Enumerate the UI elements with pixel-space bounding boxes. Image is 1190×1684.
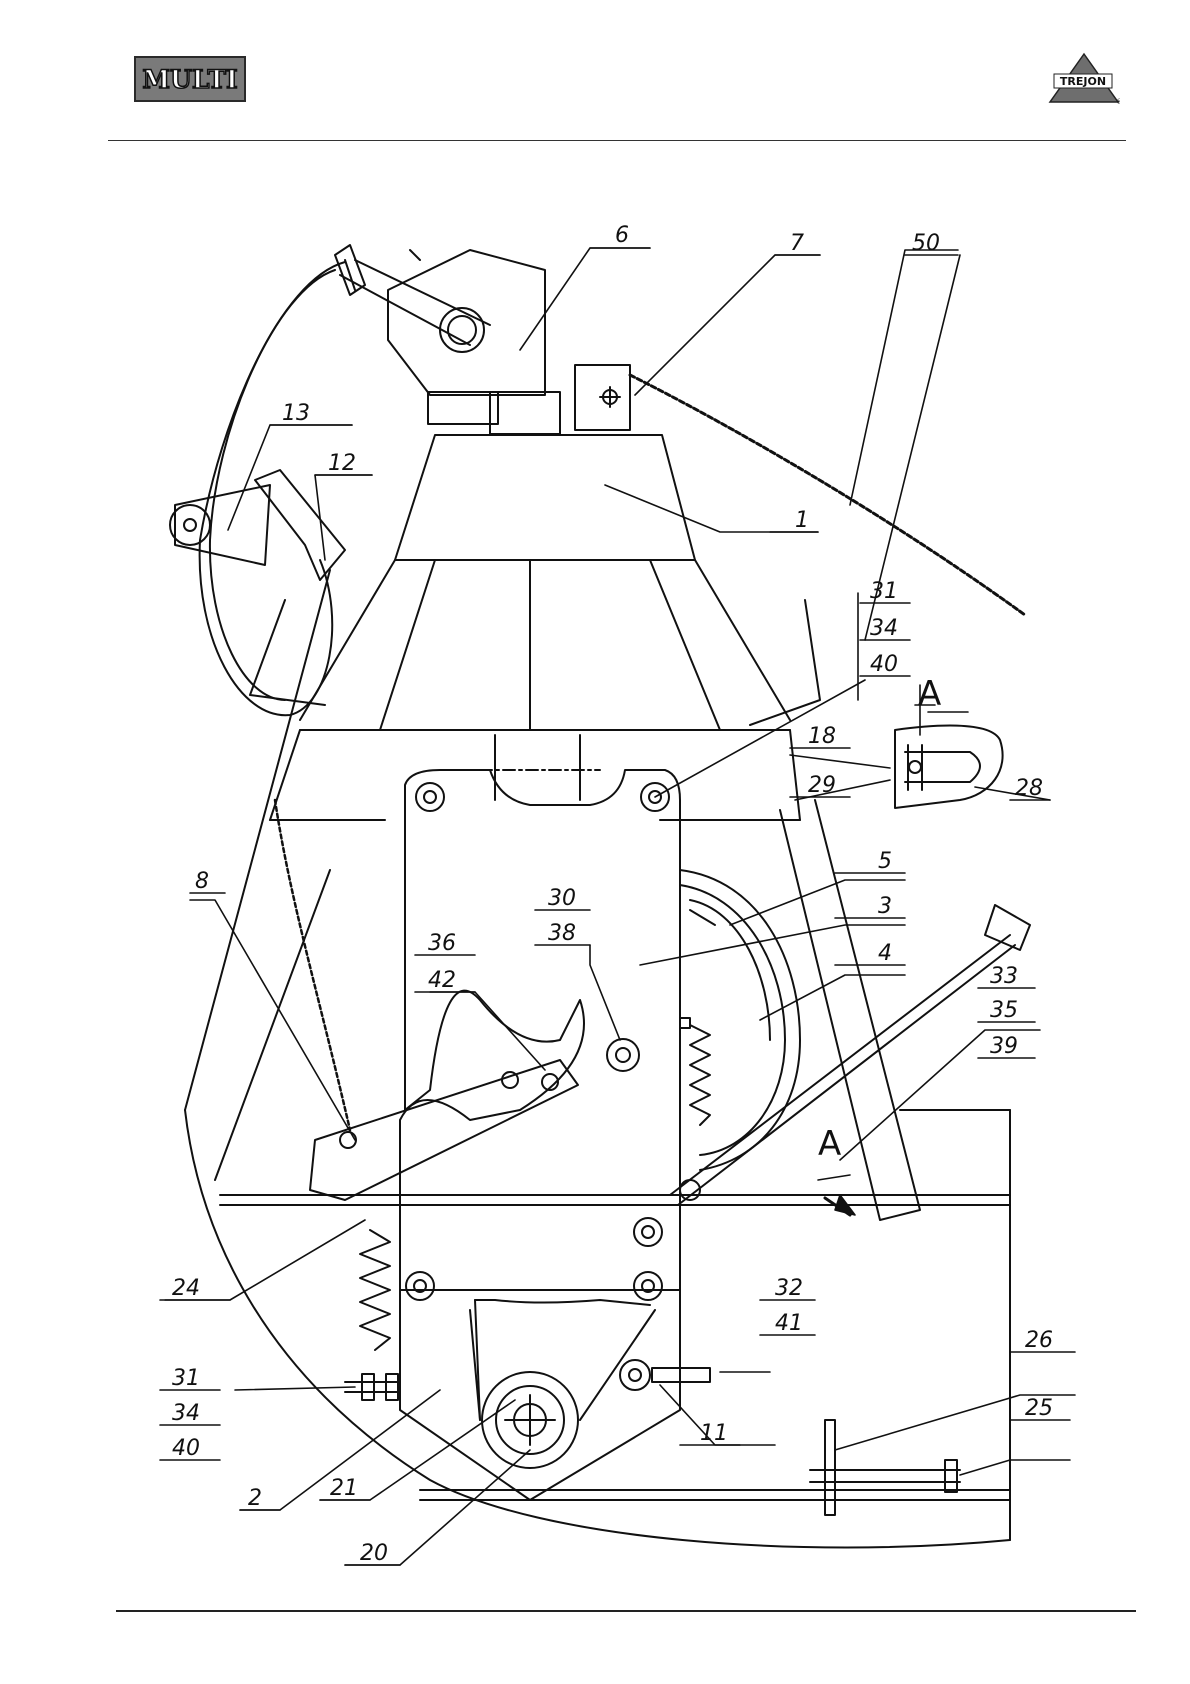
diagonal-strut-left — [275, 800, 350, 1130]
callout-1: 1 — [795, 508, 809, 533]
part-20-pulley — [482, 1372, 578, 1468]
callout-21: 21 — [330, 1476, 358, 1501]
callout-13: 13 — [282, 401, 310, 426]
section-mark-a-top: A — [918, 674, 941, 714]
detail-view-a — [895, 726, 1003, 808]
callout-38: 38 — [548, 921, 576, 946]
callout-34-bottom: 34 — [172, 1401, 200, 1426]
callout-41: 41 — [775, 1311, 803, 1336]
part-33-handle-rod — [670, 905, 1030, 1205]
callout-24: 24 — [172, 1276, 200, 1301]
callout-34-top: 34 — [870, 616, 898, 641]
footer-rule — [116, 1610, 1136, 1612]
callout-42: 42 — [428, 968, 456, 993]
callout-2: 2 — [248, 1486, 262, 1511]
part-11-roller — [620, 1360, 710, 1390]
section-mark-a-arrow: A — [818, 1124, 841, 1164]
part-7-bracket — [575, 365, 630, 430]
callout-25: 25 — [1025, 1396, 1053, 1421]
cable-loop — [200, 262, 345, 715]
machine-body-outline — [185, 570, 1010, 1548]
callout-36: 36 — [428, 931, 456, 956]
spring-right-hook — [680, 1018, 690, 1028]
callout-31-top: 31 — [870, 579, 898, 604]
part-2-lower-bracket — [400, 1290, 680, 1500]
callout-32: 32 — [775, 1276, 803, 1301]
leader-lines — [165, 248, 1075, 1565]
part-21-belt — [470, 1310, 655, 1420]
callout-39: 39 — [990, 1034, 1018, 1059]
callout-18: 18 — [808, 724, 836, 749]
callout-50: 50 — [912, 231, 940, 256]
part-13-lever — [170, 485, 270, 565]
callout-29: 29 — [808, 773, 836, 798]
callout-6: 6 — [615, 223, 629, 248]
callout-30: 30 — [548, 886, 576, 911]
callout-8: 8 — [195, 869, 209, 894]
callout-5: 5 — [878, 849, 892, 874]
part-1-hopper — [270, 435, 800, 820]
callout-12: 12 — [328, 451, 356, 476]
part-25-shaft — [810, 1460, 960, 1492]
callout-28: 28 — [1015, 776, 1043, 801]
right-guard — [750, 600, 820, 725]
left-guard — [250, 600, 325, 705]
part-24-spring — [360, 1230, 390, 1350]
spring-right — [690, 1025, 710, 1125]
callout-11: 11 — [700, 1421, 728, 1446]
diagonal-strut — [780, 800, 920, 1220]
part-3-main-plate — [400, 735, 680, 1300]
part-50-cable — [630, 375, 1025, 615]
callout-40-top: 40 — [870, 652, 898, 677]
callout-31-bottom: 31 — [172, 1366, 200, 1391]
callout-labels: 6 7 50 13 12 1 31 34 40 A 18 29 28 5 3 4… — [172, 223, 1053, 1566]
callout-4: 4 — [878, 941, 892, 966]
callout-3: 3 — [878, 894, 892, 919]
callout-33: 33 — [990, 964, 1018, 989]
callout-40-bottom: 40 — [172, 1436, 200, 1461]
callout-7: 7 — [790, 231, 804, 256]
callout-26: 26 — [1025, 1328, 1053, 1353]
callout-35: 35 — [990, 998, 1018, 1023]
callout-20: 20 — [360, 1541, 388, 1566]
